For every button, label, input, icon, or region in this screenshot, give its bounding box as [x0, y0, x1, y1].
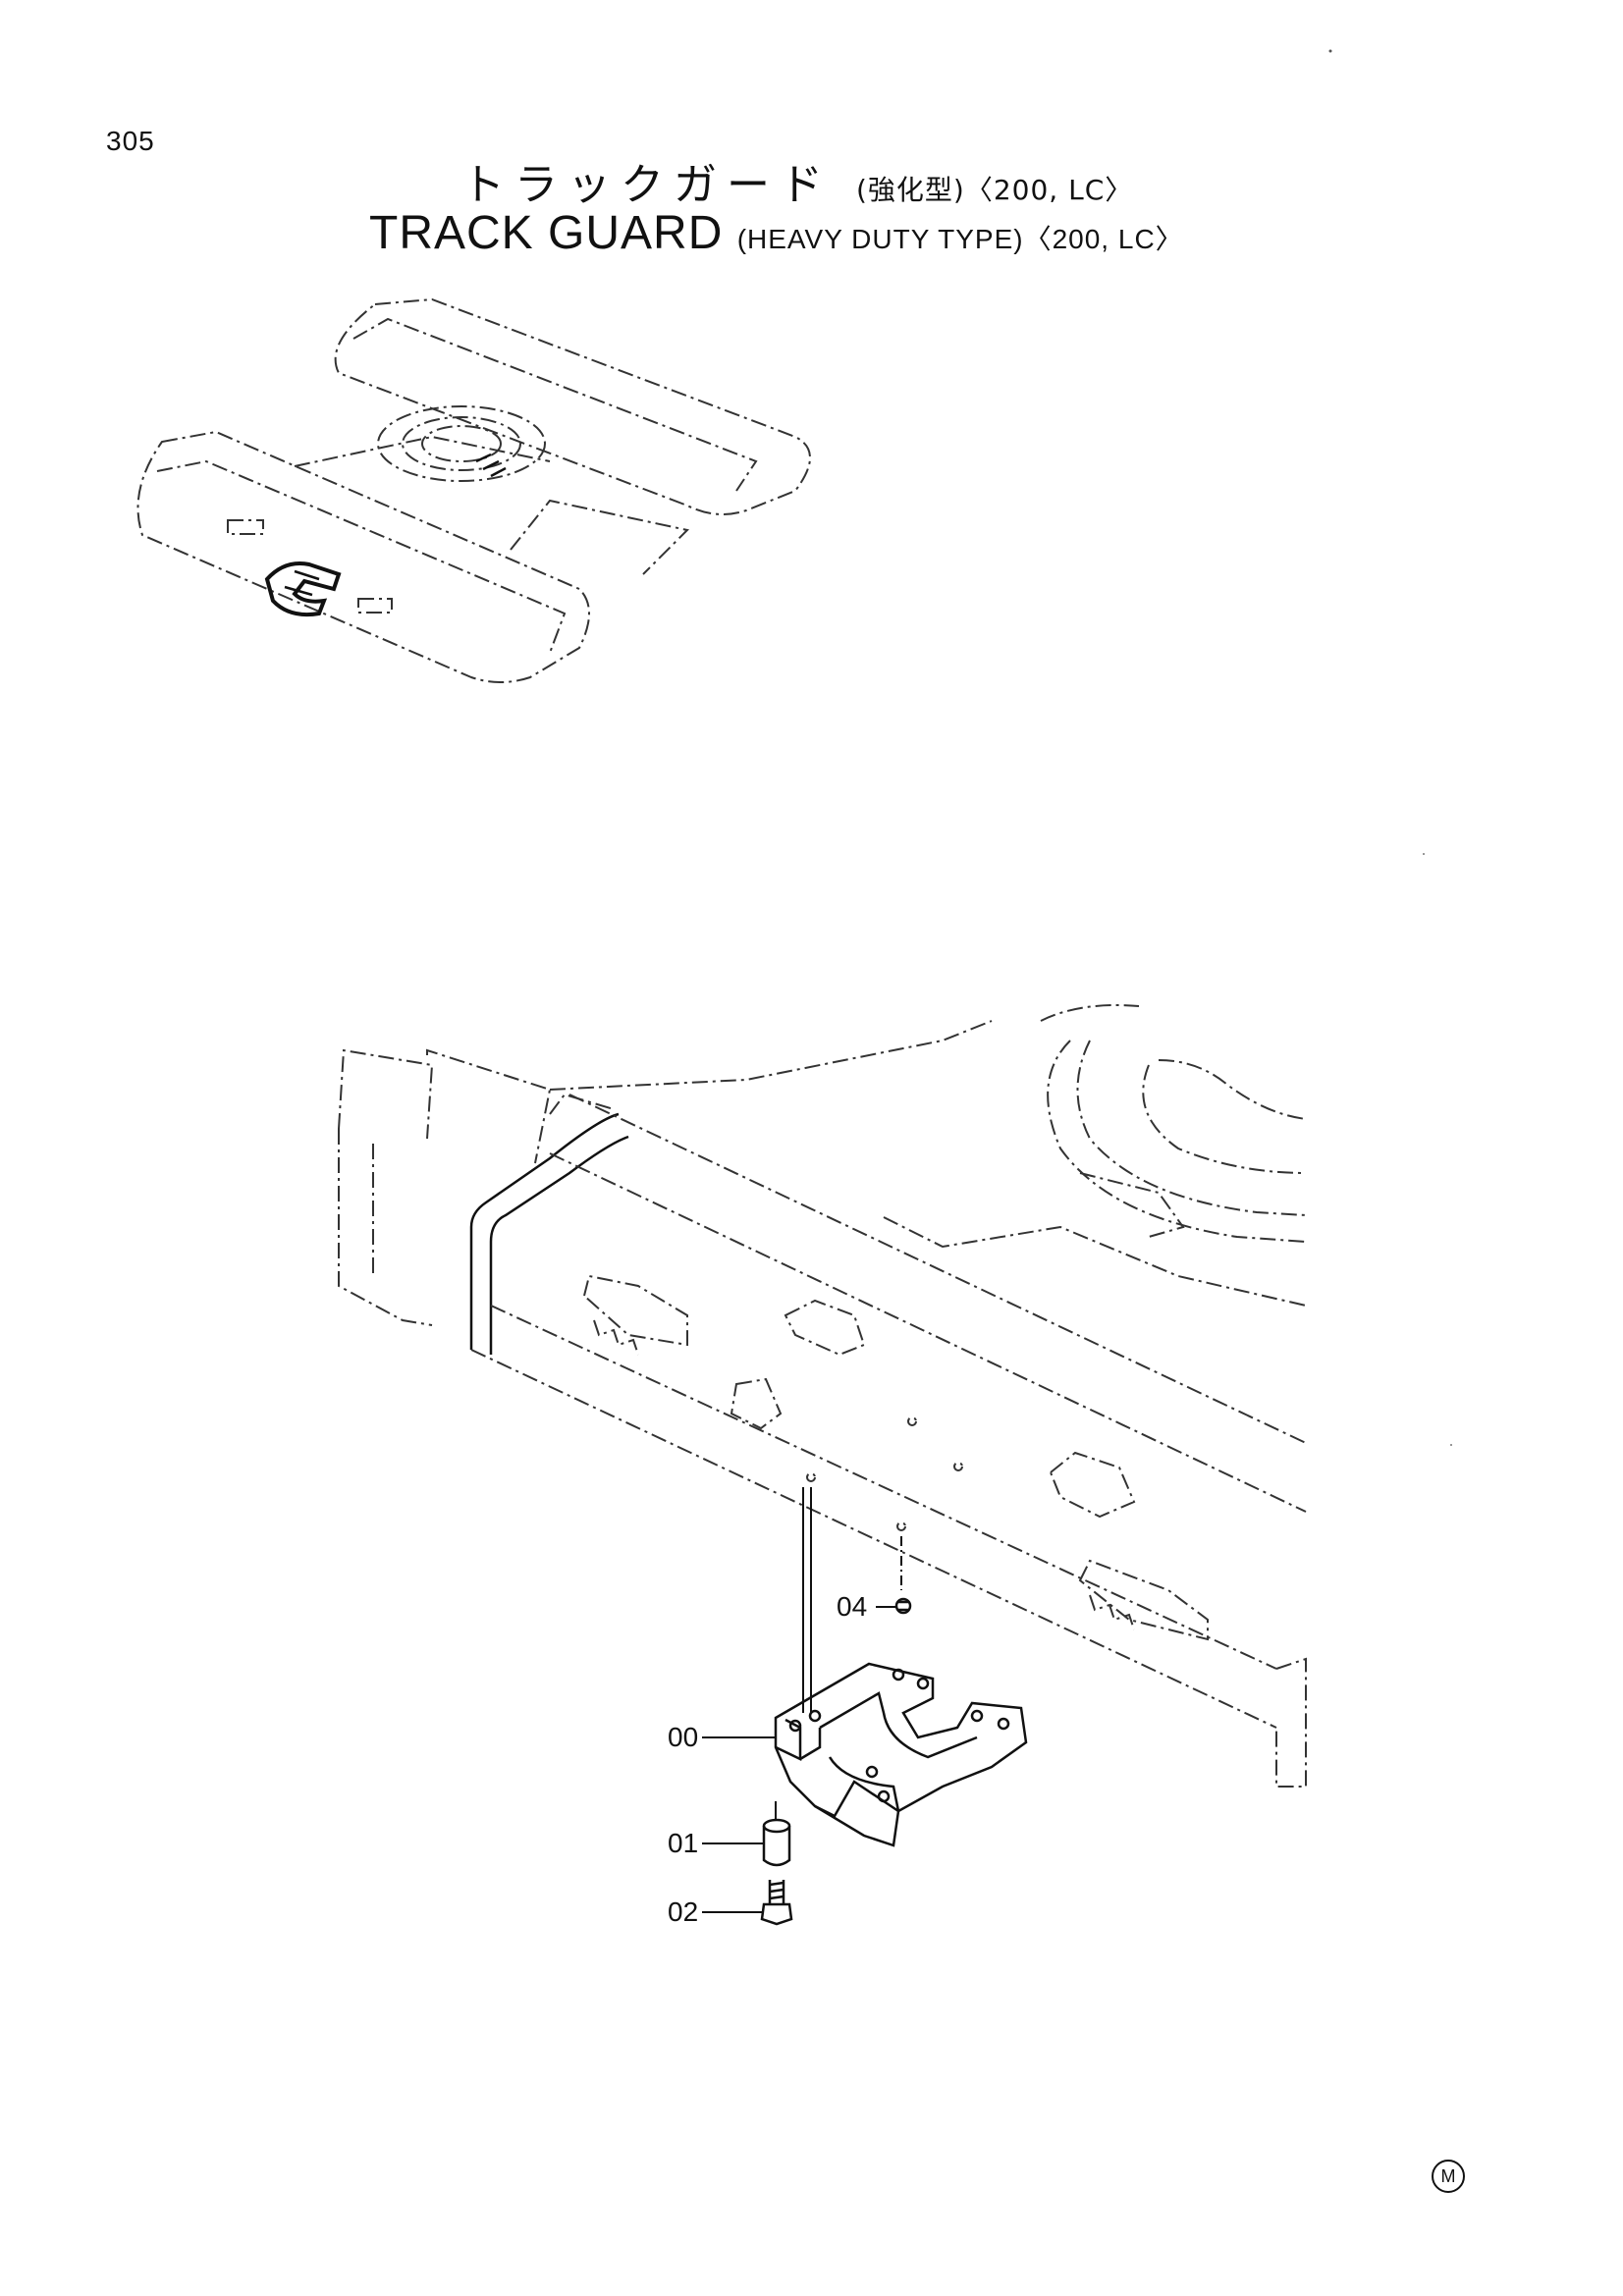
callout-01: 01 [668, 1828, 699, 1858]
title-japanese: トラックガード (強化型)〈200, LC〉 [461, 149, 1133, 212]
bolt-02 [760, 1880, 793, 1926]
page-number: 305 [106, 126, 155, 156]
title-english-sub: (HEAVY DUTY TYPE)〈200, LC〉 [736, 224, 1184, 254]
title-japanese-main: トラックガード [461, 160, 833, 210]
trademark-m-symbol: M [1432, 2160, 1465, 2193]
track-guard-00 [774, 1662, 1028, 1847]
track-frame-detail [338, 1004, 1307, 1788]
title-japanese-sub: (強化型)〈200, LC〉 [856, 174, 1134, 206]
callout-02: 02 [668, 1896, 699, 1927]
callout-00: 00 [668, 1722, 699, 1752]
undercarriage-overview [136, 297, 811, 683]
nut-04 [894, 1597, 912, 1615]
spacer-01 [762, 1801, 791, 1867]
callout-04: 04 [837, 1591, 868, 1622]
title-english: TRACK GUARD (HEAVY DUTY TYPE)〈200, LC〉 [369, 206, 1184, 260]
title-english-main: TRACK GUARD [369, 207, 724, 259]
exploded-parts [702, 1487, 1028, 1926]
